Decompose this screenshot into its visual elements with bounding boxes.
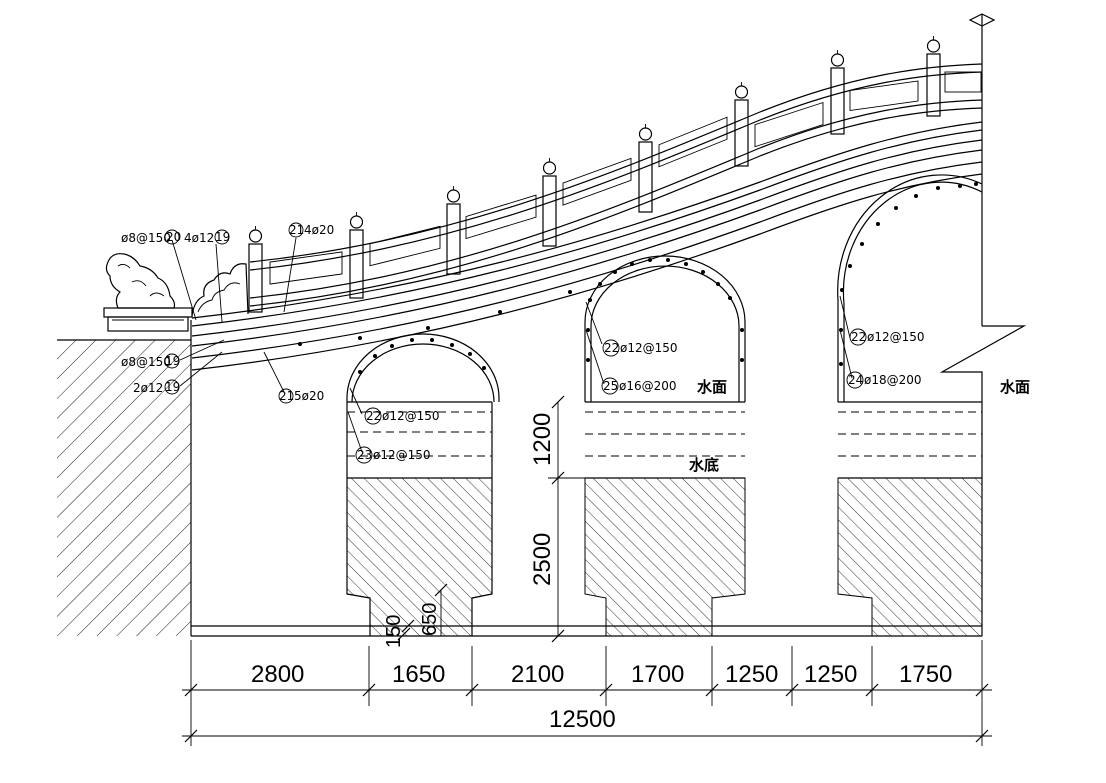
dim-span-3: 2100	[511, 661, 564, 688]
label-rebar-21b: 5ø20	[294, 389, 324, 403]
dim-150: 150	[383, 615, 405, 648]
label-a2-22: ø12@150	[620, 341, 678, 355]
leaders	[171, 237, 853, 453]
rebar-dots	[298, 182, 978, 374]
dim-span-6: 1250	[804, 661, 857, 688]
foundation-baseline	[191, 625, 982, 637]
label-a2-22-num: 22	[604, 341, 619, 355]
post	[542, 158, 557, 247]
label-a2-25: ø16@200	[619, 379, 677, 393]
dim-span-4: 1700	[631, 661, 684, 688]
dim-span-5: 1250	[725, 661, 778, 688]
post	[734, 82, 749, 167]
dim-span-2: 1650	[392, 661, 445, 688]
label-rebar-19a-num: 19	[215, 230, 230, 244]
horizontal-dimensions: 2800 1650 2100 1700 1250 1250 1750 12500	[182, 640, 992, 746]
dim-total: 12500	[549, 706, 616, 733]
label-a3-24: ø18@200	[864, 373, 922, 387]
balustrade-posts	[248, 36, 941, 313]
post	[248, 226, 263, 313]
dim-2500: 2500	[529, 533, 556, 586]
deck	[191, 63, 983, 371]
label-a2-25-num: 25	[603, 379, 618, 393]
label-rebar-19c-num: 19	[165, 380, 180, 394]
label-water-surface: 水面	[697, 378, 727, 396]
dim-1200: 1200	[529, 413, 556, 466]
post	[830, 50, 845, 135]
vertical-dimensions: 1200 2500 650 150	[383, 395, 586, 648]
label-rebar-19b-num: 19	[165, 354, 180, 368]
label-a1-23-num: 23	[357, 448, 372, 462]
label-a3-22: ø12@150	[867, 330, 925, 344]
label-rebar-19a: 4ø12	[184, 231, 214, 245]
water-labels: 水面 水底 水面	[689, 378, 1030, 474]
label-rebar-21: 4ø20	[304, 223, 334, 237]
balustrade-panels	[269, 71, 982, 285]
dim-span-1: 2800	[251, 661, 304, 688]
label-rebar-20: ø8@150	[121, 231, 171, 245]
dim-650: 650	[419, 603, 441, 636]
label-rebar-19b: ø8@150	[121, 355, 171, 369]
label-a1-22: ø12@150	[382, 409, 440, 423]
arch-1	[346, 333, 500, 637]
label-a1-23: ø12@150	[373, 448, 431, 462]
arch-2	[584, 255, 746, 637]
lion-sculpture	[103, 253, 193, 332]
label-a3-22-num: 22	[851, 330, 866, 344]
dim-span-7: 1750	[899, 661, 952, 688]
rebar-annotations: ø8@150 20 4ø12 19 21 4ø20 ø8@150 19 2ø12…	[121, 222, 925, 464]
post	[926, 36, 941, 117]
label-rebar-21-num: 21	[289, 223, 304, 237]
label-rebar-21b-num: 21	[279, 389, 294, 403]
label-a1-22-num: 22	[366, 409, 381, 423]
right-section-cut	[939, 13, 1027, 636]
left-abutment	[57, 320, 192, 636]
post	[446, 186, 461, 275]
label-water-bottom: 水底	[689, 456, 719, 474]
label-rebar-20-num: 20	[166, 230, 181, 244]
post	[638, 124, 653, 213]
post	[349, 212, 364, 299]
label-a3-24-num: 24	[848, 373, 863, 387]
arch-3	[837, 174, 983, 637]
balustrade-end	[191, 263, 249, 317]
label-water-surface-right: 水面	[1000, 378, 1030, 396]
label-rebar-19c: 2ø12	[133, 381, 163, 395]
